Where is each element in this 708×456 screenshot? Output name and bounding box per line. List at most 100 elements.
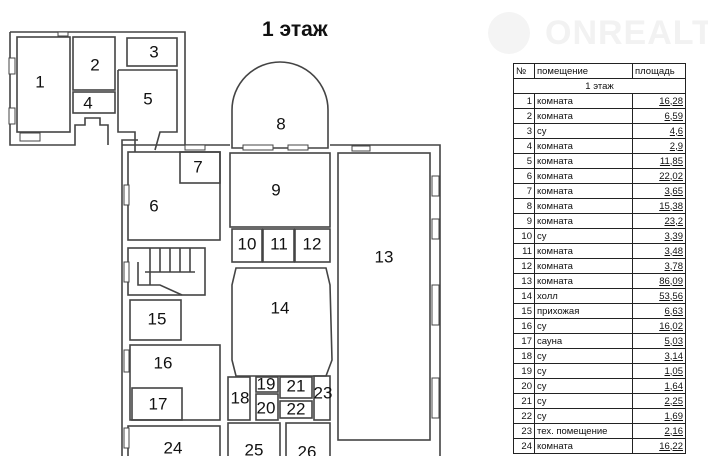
watermark: ONREALT bbox=[545, 14, 708, 52]
row-area: 16,22 bbox=[632, 438, 686, 454]
row-area: 6,63 bbox=[632, 303, 686, 319]
room-label: 16 bbox=[154, 353, 173, 372]
row-number: 11 bbox=[513, 243, 535, 259]
row-area: 1,05 bbox=[632, 363, 686, 379]
room-label: 22 bbox=[287, 399, 306, 418]
room-19 bbox=[255, 376, 279, 393]
row-number: 13 bbox=[513, 273, 535, 289]
room-label: 10 bbox=[238, 234, 257, 253]
room-label: 18 bbox=[231, 388, 250, 407]
row-number: 19 bbox=[513, 363, 535, 379]
room-17 bbox=[131, 387, 183, 421]
row-area: 6,59 bbox=[632, 108, 686, 124]
row-number: 22 bbox=[513, 408, 535, 424]
room-label: 23 bbox=[314, 383, 333, 402]
room-9 bbox=[229, 152, 331, 228]
row-area: 16,02 bbox=[632, 318, 686, 334]
room-label: 9 bbox=[271, 180, 280, 199]
row-number: 21 bbox=[513, 393, 535, 409]
row-number: 1 bbox=[513, 93, 535, 109]
room-11 bbox=[262, 228, 295, 263]
row-room: холл bbox=[534, 288, 633, 304]
room-label: 20 bbox=[257, 398, 276, 417]
row-room: комната bbox=[534, 183, 633, 199]
row-area: 1,64 bbox=[632, 378, 686, 394]
room-label: 12 bbox=[303, 234, 322, 253]
row-room: су bbox=[534, 363, 633, 379]
row-room: су bbox=[534, 378, 633, 394]
row-room: комната bbox=[534, 198, 633, 214]
row-area: 3,48 bbox=[632, 243, 686, 259]
room-2 bbox=[72, 36, 116, 91]
row-area: 53,56 bbox=[632, 288, 686, 304]
room-25 bbox=[227, 422, 281, 456]
room-label: 8 bbox=[276, 114, 285, 133]
row-room: комната bbox=[534, 258, 633, 274]
room-18 bbox=[227, 376, 251, 421]
row-number: 4 bbox=[513, 138, 535, 154]
room-label: 17 bbox=[149, 394, 168, 413]
row-number: 3 bbox=[513, 123, 535, 139]
room-1 bbox=[16, 36, 71, 133]
row-number: 2 bbox=[513, 108, 535, 124]
row-number: 17 bbox=[513, 333, 535, 349]
room-21 bbox=[279, 376, 313, 399]
room-label: 6 bbox=[149, 196, 158, 215]
row-area: 16,28 bbox=[632, 93, 686, 109]
header-room: помещение bbox=[534, 63, 633, 79]
row-number: 16 bbox=[513, 318, 535, 334]
room-13 bbox=[337, 152, 431, 441]
row-number: 10 bbox=[513, 228, 535, 244]
header-number: № bbox=[513, 63, 535, 79]
row-room: комната bbox=[534, 438, 633, 454]
row-area: 2,16 bbox=[632, 423, 686, 439]
room-20 bbox=[255, 393, 279, 421]
room-label: 1 bbox=[35, 72, 44, 91]
room-23 bbox=[313, 375, 331, 421]
row-room: прихожая bbox=[534, 303, 633, 319]
row-area: 22,02 bbox=[632, 168, 686, 184]
row-area: 23,2 bbox=[632, 213, 686, 229]
room-label: 4 bbox=[83, 93, 92, 112]
room-labels: 1 2 3 4 5 6 7 8 9 10 11 12 13 14 15 16 1… bbox=[35, 42, 393, 456]
row-area: 15,38 bbox=[632, 198, 686, 214]
row-number: 9 bbox=[513, 213, 535, 229]
room-26 bbox=[285, 422, 331, 456]
row-room: су bbox=[534, 318, 633, 334]
row-number: 7 bbox=[513, 183, 535, 199]
room-4 bbox=[72, 91, 116, 114]
room-15 bbox=[129, 299, 182, 341]
row-area: 3,65 bbox=[632, 183, 686, 199]
row-room: су bbox=[534, 393, 633, 409]
staircase bbox=[127, 247, 206, 296]
row-area: 1,69 bbox=[632, 408, 686, 424]
room-3 bbox=[126, 37, 178, 67]
row-number: 14 bbox=[513, 288, 535, 304]
room-label: 15 bbox=[148, 309, 167, 328]
room-7 bbox=[179, 151, 221, 184]
room-8 bbox=[231, 61, 329, 149]
row-area: 11,85 bbox=[632, 153, 686, 169]
room-label: 3 bbox=[149, 42, 158, 61]
room-12 bbox=[294, 228, 331, 263]
row-number: 20 bbox=[513, 378, 535, 394]
row-room: комната bbox=[534, 168, 633, 184]
room-22 bbox=[279, 400, 313, 419]
floor-label: 1 этаж bbox=[513, 78, 686, 94]
outer-wall-annex bbox=[9, 31, 186, 146]
room-5 bbox=[117, 69, 178, 152]
room-14 bbox=[231, 267, 333, 377]
row-room: су bbox=[534, 408, 633, 424]
